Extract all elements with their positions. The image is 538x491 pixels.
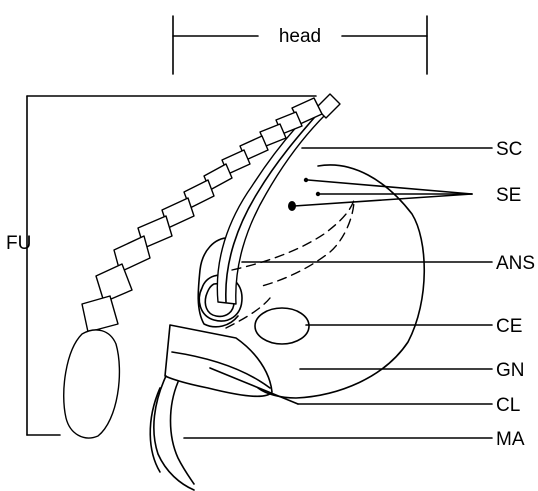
antenna-segment (96, 264, 132, 302)
label-ce: CE (496, 316, 522, 337)
mandible-inner-line (171, 382, 195, 484)
label-fu: FU (6, 233, 31, 254)
mandible-tooth (150, 388, 160, 472)
label-ma: MA (496, 429, 525, 450)
head-capsule-outline (258, 165, 424, 398)
antenna-segment (82, 296, 118, 332)
label-head: head (279, 26, 321, 47)
label-cl: CL (496, 395, 520, 416)
label-sc: SC (496, 139, 522, 160)
label-se: SE (496, 185, 521, 206)
antenna-club (64, 330, 120, 438)
label-ans: ANS (496, 253, 535, 274)
compound-eye (255, 308, 309, 344)
gena-outline (165, 325, 272, 396)
label-gn: GN (496, 360, 525, 381)
